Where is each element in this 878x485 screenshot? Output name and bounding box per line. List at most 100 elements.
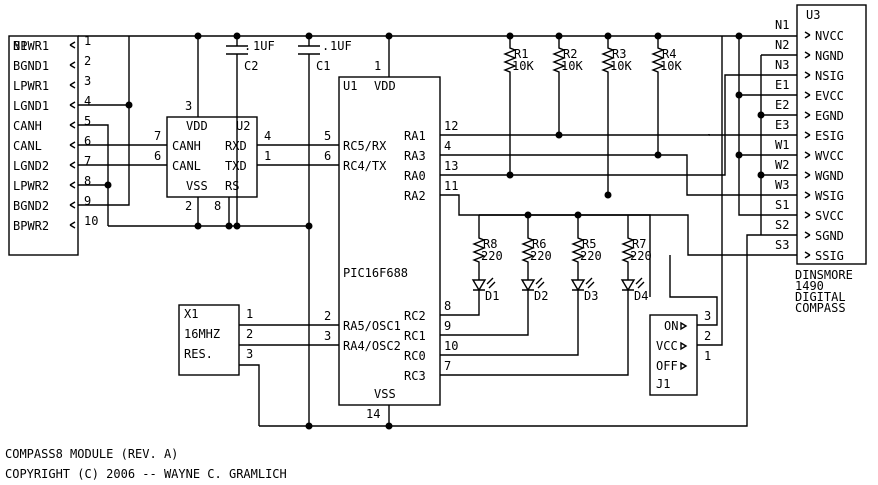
led-resistor-value: 220 <box>530 249 552 263</box>
u1-vss-pin: 14 <box>366 407 380 421</box>
u2-pin-txd: 1 <box>264 149 271 163</box>
u1-left-pin-number: 2 <box>324 309 331 323</box>
n1-pin-label: LPWR1 <box>13 79 49 93</box>
u3-pin-arrow <box>804 51 811 59</box>
x1-pin2: 2 <box>246 327 253 341</box>
c1-value-dot: . <box>322 39 329 53</box>
u2-vss-label: VSS <box>186 179 208 193</box>
n1-pin-arrow <box>69 41 76 49</box>
j1-vcc-label: VCC <box>656 339 678 353</box>
u3-caption-2: 1490 <box>795 279 824 293</box>
u2-canl-label: CANL <box>172 159 201 173</box>
u1-right-pin-label: RA1 <box>404 129 426 143</box>
u1-right-pin-label: RC3 <box>404 369 426 383</box>
u1-left-pin-label: RC4/TX <box>343 159 387 173</box>
pullup-resistor-value: 10K <box>561 59 583 73</box>
led-ref: D2 <box>534 289 548 303</box>
u1-right-pin-label: RA2 <box>404 189 426 203</box>
led-ref: D3 <box>584 289 598 303</box>
u3-pin-label: SSIG <box>815 249 844 263</box>
u1-left-pin-label: RA4/OSC2 <box>343 339 401 353</box>
u3-pin-label: EVCC <box>815 89 844 103</box>
u3-pin-arrow <box>804 151 811 159</box>
j1-body <box>649 314 698 396</box>
n1-pin-arrow <box>69 201 76 209</box>
u1-right-pin-number: 11 <box>444 179 458 193</box>
u1-right-pin-number: 10 <box>444 339 458 353</box>
u3-pin-arrow <box>804 251 811 259</box>
n1-pin-arrow <box>69 101 76 109</box>
u1-part: PIC16F688 <box>343 266 408 280</box>
led-resistor-body <box>621 215 635 280</box>
u3-caption-1: DINSMORE <box>795 268 853 282</box>
u3-pin-number: N2 <box>775 38 789 52</box>
c2-value: . <box>244 39 251 53</box>
u3-pin-label: WGND <box>815 169 844 183</box>
u3-pin-arrow <box>804 191 811 199</box>
c1-ref: C1 <box>316 59 330 73</box>
u2-ref: U2 <box>236 119 250 133</box>
u3-ref: U3 <box>806 8 820 22</box>
n1-pin-arrow <box>69 181 76 189</box>
u3-pin-number: S2 <box>775 218 789 232</box>
n1-pin-number: 5 <box>84 114 91 128</box>
led-resistor-ref: R5 <box>582 237 596 251</box>
u1-left-pin-number: 3 <box>324 329 331 343</box>
n1-pin-arrow <box>69 141 76 149</box>
u2-vdd-label: VDD <box>186 119 208 133</box>
led-emission-arrows <box>585 277 595 289</box>
led-resistor-ref: R8 <box>483 237 497 251</box>
led-resistor-value: 220 <box>630 249 652 263</box>
u2-pin-vdd: 3 <box>185 99 192 113</box>
n1-pin-arrow <box>69 61 76 69</box>
u1-ref: U1 <box>343 79 357 93</box>
u2-pin-canh: 7 <box>154 129 161 143</box>
u1-left-pin-label: RA5/OSC1 <box>343 319 401 333</box>
pullup-resistor-body <box>503 36 517 175</box>
led-diode <box>620 279 636 292</box>
u1-right-pin-number: 12 <box>444 119 458 133</box>
pullup-resistor-body <box>552 36 566 135</box>
pullup-resistor-ref: R4 <box>662 47 676 61</box>
u3-pin-label: SGND <box>815 229 844 243</box>
u3-pin-label: SVCC <box>815 209 844 223</box>
u3-pin-arrow <box>804 111 811 119</box>
u3-pin-arrow <box>804 71 811 79</box>
u3-pin-label: ESIG <box>815 129 844 143</box>
wiring <box>78 35 797 427</box>
led-resistor-value: 220 <box>481 249 503 263</box>
c2-ref: C2 <box>244 59 258 73</box>
u3-pin-label: WSIG <box>815 189 844 203</box>
u1-right-pin-label: RC1 <box>404 329 426 343</box>
u2-pin-canl: 6 <box>154 149 161 163</box>
u3-pin-list: N1NVCCN2NGNDN3NSIGE1EVCCE2EGNDE3ESIGW1WV… <box>775 18 844 263</box>
x1-pin1: 1 <box>246 307 253 321</box>
u3-pin-number: W2 <box>775 158 789 172</box>
u2-pin-vss: 2 <box>185 199 192 213</box>
u3-pin-number: S3 <box>775 238 789 252</box>
u3-pin-number: N1 <box>775 18 789 32</box>
u1-right-pin-label: RC2 <box>404 309 426 323</box>
led-resistor-ref: R7 <box>632 237 646 251</box>
n1-pin-label: BPWR1 <box>13 39 49 53</box>
u3-pin-label: NVCC <box>815 29 844 43</box>
led-diode <box>570 279 586 292</box>
u1-right-pin-number: 13 <box>444 159 458 173</box>
u3-pin-label: WVCC <box>815 149 844 163</box>
led-diode <box>471 279 487 292</box>
u1-left-pin-label: RC5/RX <box>343 139 387 153</box>
n1-pin-arrow <box>69 121 76 129</box>
led-wire <box>440 290 579 356</box>
n1-pin-number: 8 <box>84 174 91 188</box>
n1-pin-arrow <box>69 161 76 169</box>
u3-caption-3: DIGITAL <box>795 290 846 304</box>
n1-pin-number: 10 <box>84 214 98 228</box>
led-wire <box>440 290 480 316</box>
led-resistor-body <box>472 215 486 280</box>
led-ref: D4 <box>634 289 648 303</box>
n1-pin-arrow <box>69 81 76 89</box>
u3-pin-number: N3 <box>775 58 789 72</box>
